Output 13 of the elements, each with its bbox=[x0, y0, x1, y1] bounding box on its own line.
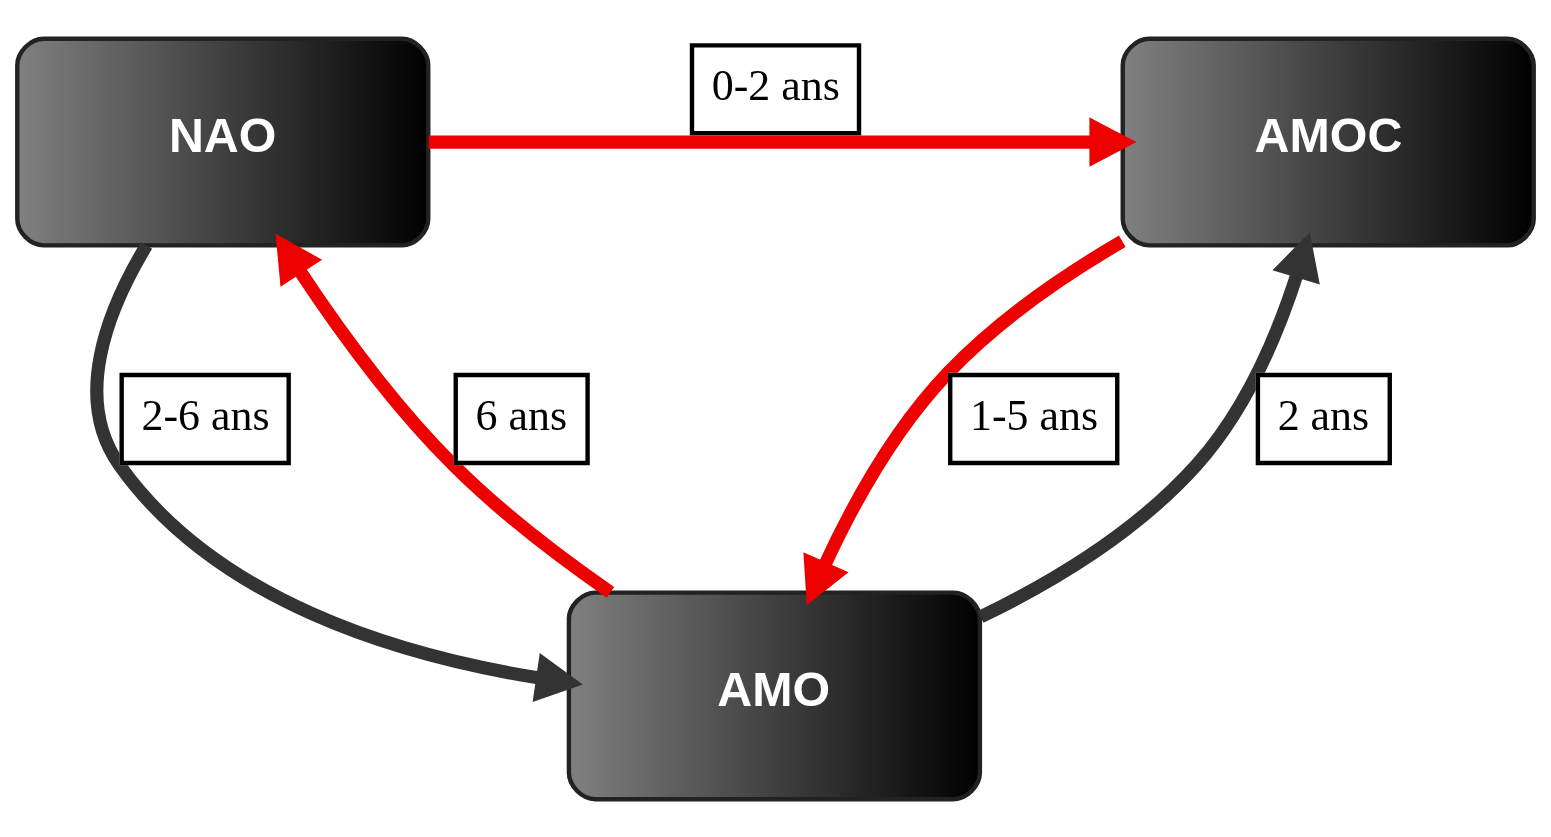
arrow bbox=[803, 235, 1126, 605]
edge-label: 2-6 ans bbox=[141, 390, 270, 440]
arrow bbox=[977, 231, 1320, 623]
node-box: NAO bbox=[15, 36, 431, 248]
edge-label: 0-2 ans bbox=[711, 60, 840, 110]
arrow bbox=[275, 233, 615, 598]
arrow bbox=[90, 241, 583, 702]
node-box: AMOC bbox=[1120, 36, 1536, 248]
edge-label: 1-5 ans bbox=[970, 390, 1099, 440]
node-box: AMO bbox=[566, 589, 983, 801]
edge-label: 6 ans bbox=[475, 390, 568, 440]
arrow bbox=[428, 116, 1137, 167]
edge-label: 2 ans bbox=[1277, 390, 1370, 440]
